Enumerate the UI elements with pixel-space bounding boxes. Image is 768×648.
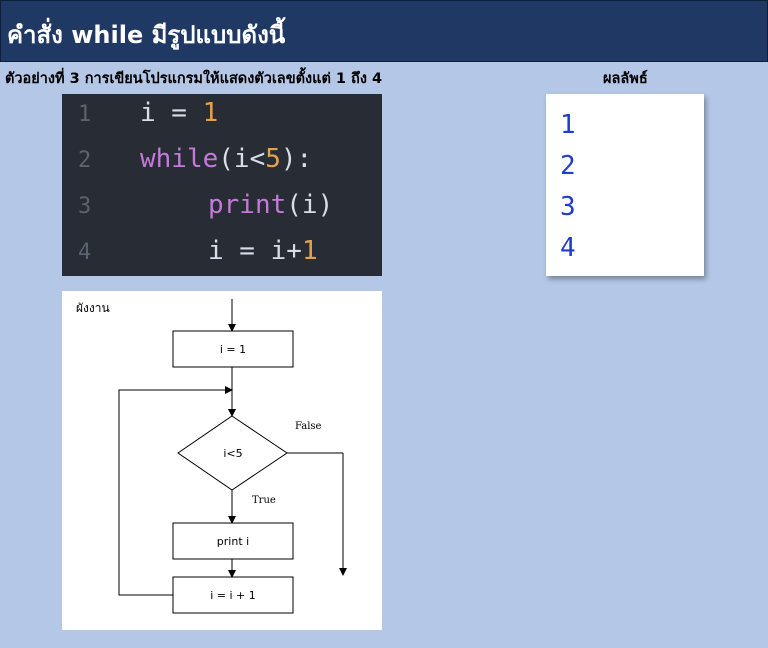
output-line: 4 bbox=[560, 233, 576, 263]
code-line-3: 3 print(i) bbox=[62, 186, 382, 232]
flow-true-label: True bbox=[252, 495, 276, 506]
code-token: i bbox=[208, 236, 224, 266]
code-token: (i) bbox=[286, 190, 334, 220]
flow-box-init bbox=[172, 330, 294, 368]
line-number: 4 bbox=[78, 240, 92, 265]
code-token: i+ bbox=[270, 236, 302, 266]
code-line-4: 4 i = i+1 bbox=[62, 232, 382, 278]
example-title: ตัวอย่างที่ 3 การเขียนโปรแกรมให้แสดงตัวเ… bbox=[5, 71, 383, 87]
line-number: 1 bbox=[78, 102, 92, 127]
flow-condition-text: i<5 bbox=[223, 447, 242, 460]
page-title: คำสั่ง while มีรูปแบบดังนี้ bbox=[7, 21, 286, 49]
code-text: i = i+1 bbox=[208, 236, 318, 266]
flow-false-label: False bbox=[295, 421, 322, 432]
flowchart-label: ผังงาน bbox=[76, 301, 110, 315]
flow-box-print bbox=[172, 522, 294, 560]
flow-increment-text: i = i + 1 bbox=[210, 589, 256, 602]
header-bar: คำสั่ง while มีรูปแบบดังนี้ bbox=[0, 0, 768, 62]
output-label: ผลลัพธ์ bbox=[603, 71, 648, 87]
output-line: 1 bbox=[560, 110, 576, 140]
flow-body-text: print i bbox=[217, 535, 249, 548]
output-line: 3 bbox=[560, 192, 576, 222]
flowchart-diagram: ผังงาน i = 1 i<5 False True print i i = … bbox=[76, 299, 347, 614]
code-line-1: 1 i = 1 bbox=[62, 94, 382, 140]
code-token: 1 bbox=[202, 98, 219, 128]
code-text: i = 1 bbox=[140, 98, 218, 128]
code-token: (i< bbox=[218, 144, 266, 174]
code-token: 5 bbox=[265, 144, 281, 174]
line-number: 3 bbox=[78, 194, 92, 219]
code-token: while bbox=[140, 144, 219, 174]
code-token: = bbox=[223, 236, 271, 266]
flow-loop-back bbox=[118, 386, 233, 596]
code-token: ): bbox=[280, 144, 313, 174]
code-token: = bbox=[155, 98, 203, 128]
flowchart-panel: ผังงาน i = 1 i<5 False True print i i = … bbox=[62, 291, 382, 630]
code-line-2: 2 while(i<5): bbox=[62, 140, 382, 186]
code-token: print bbox=[208, 190, 287, 220]
code-token: i bbox=[140, 98, 156, 128]
code-token: 1 bbox=[301, 236, 318, 266]
output-line: 2 bbox=[560, 151, 576, 181]
flow-init-text: i = 1 bbox=[220, 343, 246, 356]
code-text: while(i<5): bbox=[140, 144, 312, 174]
output-panel: 1 2 3 4 bbox=[546, 94, 704, 276]
code-text: print(i) bbox=[208, 190, 333, 220]
line-number: 2 bbox=[78, 148, 92, 173]
code-panel: 1 i = 1 2 while(i<5): 3 print(i) 4 i = i… bbox=[62, 94, 382, 276]
